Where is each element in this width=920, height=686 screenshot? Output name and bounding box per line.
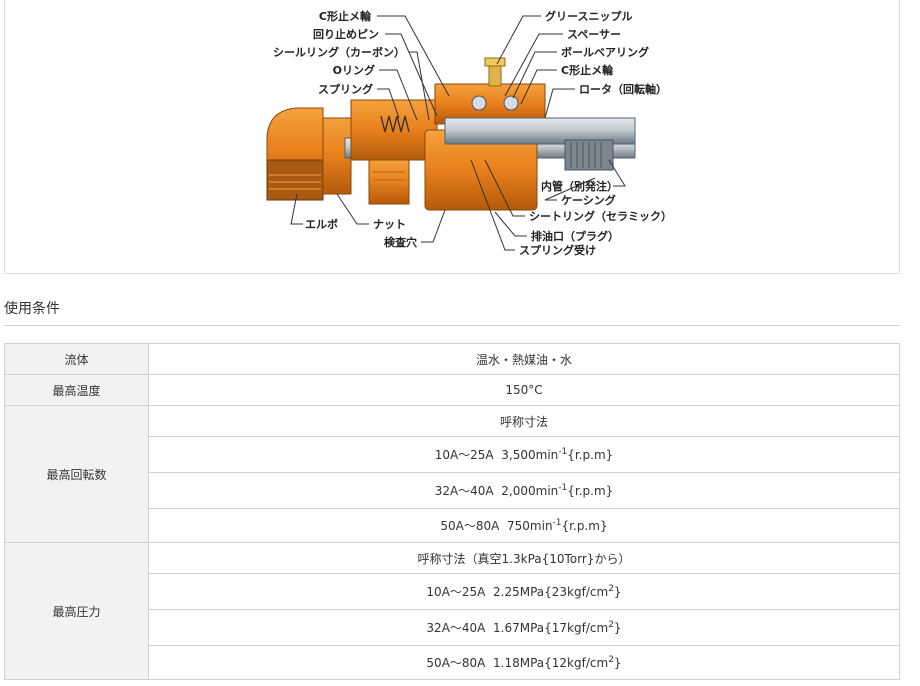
table-row: 最高圧力 呼称寸法（真空1.3kPa{10Torr}から） [4,542,900,680]
diagram-panel: C形止メ輪 回り止めピン シールリング（カーボン） Oリング スプリング グリー… [4,0,900,274]
table-row: 10A～25A 2.25MPa{23kgf/cm2} [5,573,900,610]
row-value-max-temp: 150°C [148,374,900,406]
row-label-fluid: 流体 [4,343,149,375]
label-rotor: ロータ（回転軸） [579,82,667,96]
label-inspection-hole: 検査穴 [384,235,417,249]
rotation-value-3: 50A～80A 750min-1{r.p.m} [148,508,900,543]
rotation-header: 呼称寸法 [148,405,900,437]
label-inner-pipe: 内管（別発注） [541,179,618,193]
label-seal-ring: シールリング（カーボン） [273,45,405,59]
table-row: 50A～80A 750min-1{r.p.m} [5,508,900,543]
label-grease-nipple: グリースニップル [545,9,632,23]
leader-lines [290,15,626,251]
rotary-joint-cutaway-diagram: C形止メ輪 回り止めピン シールリング（カーボン） Oリング スプリング グリー… [266,9,672,257]
section-divider [4,325,900,326]
label-casing: ケーシング [561,193,616,207]
rotor-part [444,117,636,171]
label-nut: ナット [373,218,406,231]
row-label-max-temp: 最高温度 [4,374,149,406]
rotation-value-1: 10A～25A 3,500min-1{r.p.m} [148,436,900,473]
casing-part [350,83,546,211]
label-spacer: スペーサー [567,28,621,41]
table-row: 50A～80A 1.18MPa{12kgf/cm2} [5,645,900,680]
label-o-ring: Oリング [333,63,375,77]
row-value-fluid: 温水・熱媒油・水 [148,343,900,375]
section-title: 使用条件 [4,301,60,317]
table-row: 32A～40A 2,000min-1{r.p.m} [5,472,900,509]
spring-part [380,115,410,133]
table-row: 32A～40A 1.67MPa{17kgf/cm2} [5,609,900,646]
label-drain-port: 排油口（プラグ） [531,229,619,243]
label-c-ring-right: C形止メ輪 [561,63,614,77]
label-spring: スプリング [318,82,373,96]
label-elbow: エルボ [305,217,338,231]
table-row: 最高回転数 呼称寸法 [4,405,900,543]
elbow-part [266,107,324,201]
pressure-value-2: 32A～40A 1.67MPa{17kgf/cm2} [148,609,900,646]
table-row: 流体 温水・熱媒油・水 [4,343,900,375]
row-label-max-rotation: 最高回転数 [4,405,149,543]
table-row: 10A～25A 3,500min-1{r.p.m} [5,436,900,473]
label-spring-seat: スプリング受け [519,243,596,257]
label-ball-bearing: ボールベアリング [561,45,649,59]
label-c-ring-left: C形止メ輪 [319,9,372,23]
label-anti-rotation-pin: 回り止めピン [313,27,379,41]
ball-bearing-part [471,95,519,111]
pressure-header: 呼称寸法（真空1.3kPa{10Torr}から） [148,542,900,574]
pressure-value-3: 50A～80A 1.18MPa{12kgf/cm2} [148,645,900,680]
row-label-max-pressure: 最高圧力 [4,542,149,680]
rotation-value-2: 32A～40A 2,000min-1{r.p.m} [148,472,900,509]
grease-nipple-part [484,57,506,87]
label-seat-ring: シートリング（セラミック） [529,209,672,223]
conditions-table: 流体 温水・熱媒油・水 最高温度 150°C 最高回転数 呼称寸法 10A～25… [4,343,900,680]
pressure-value-1: 10A～25A 2.25MPa{23kgf/cm2} [148,573,900,610]
table-row: 最高温度 150°C [4,374,900,406]
